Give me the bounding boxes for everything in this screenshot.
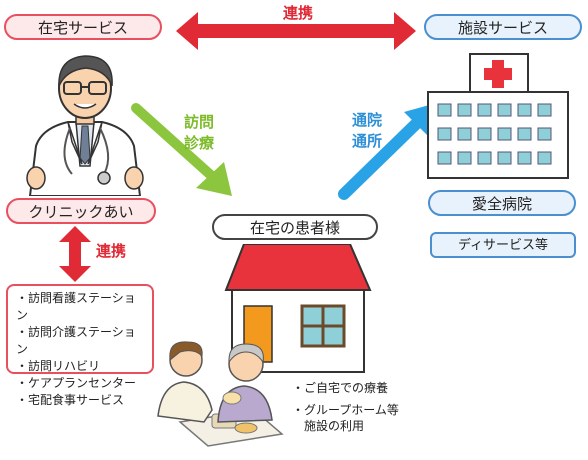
visit-label: 訪問 診療 [184,113,215,152]
home-service-label: 在宅サービス [4,14,162,40]
list-item: 訪問介護ステーション [16,324,144,358]
top-link-arrow [176,12,416,50]
list-item: 宅配食事サービス [16,392,144,409]
visit-arrow [131,103,232,196]
doctor-illustration [26,55,144,196]
note-item: ・ご自宅での療養 [292,381,389,395]
hospital-name-label: 愛全病院 [428,190,576,216]
note-item: ・グループホーム等 [292,403,399,417]
patient-title-label: 在宅の患者様 [212,214,378,240]
clinic-services-list: 訪問看護ステーション 訪問介護ステーション 訪問リハビリ ケアプランセンター 宅… [6,284,154,407]
clinic-link-label: 連携 [96,242,127,260]
list-item: 訪問看護ステーション [16,290,144,324]
facility-service-label: 施設サービス [424,14,582,40]
list-item: ケアプランセンター [16,375,144,392]
note-item: 施設の利用 [304,419,365,433]
patient-notes: ・ご自宅での療養 ・グループホーム等 施設の利用 [292,380,422,440]
caregiver-illustration [157,341,284,447]
list-item: 訪問リハビリ [16,358,144,375]
hospital-sub-label: ディサービス等 [430,232,576,258]
commute-label: 通院 通所 [352,111,383,150]
clinic-link-arrow [59,226,91,282]
hospital-illustration [427,53,569,179]
top-link-label: 連携 [282,4,313,22]
clinic-name-label: クリニックあい [6,198,156,224]
